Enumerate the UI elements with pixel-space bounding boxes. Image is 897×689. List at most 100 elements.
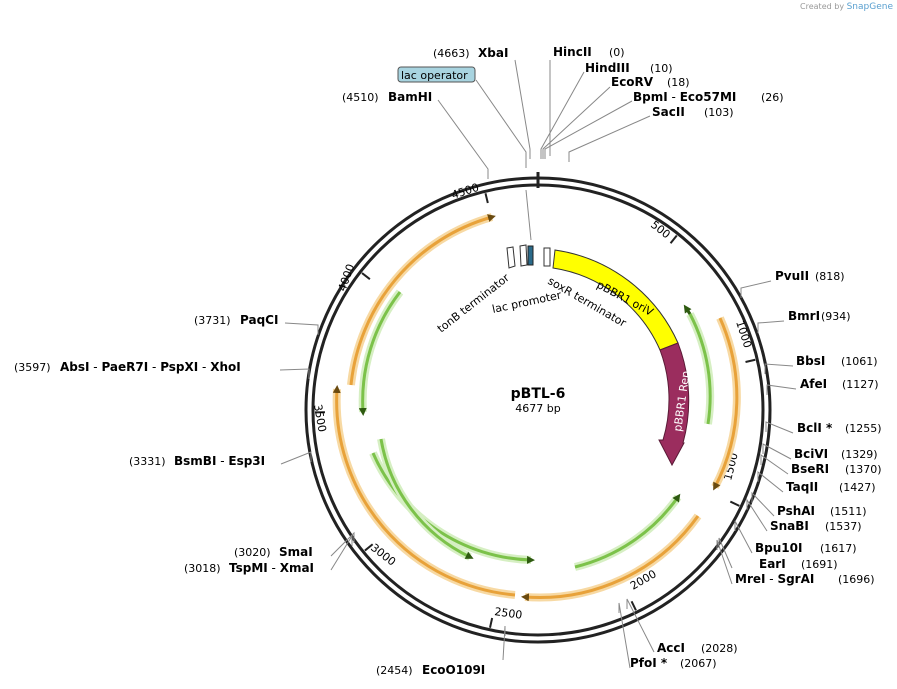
site-enzyme-name: PfoI *	[630, 656, 668, 670]
site-name-bsmbi[interactable]: BsmBI - Esp3I	[174, 454, 265, 468]
site-enzyme-name: BseRI	[791, 462, 829, 476]
site-leader-bmri	[757, 320, 785, 333]
site-position-bamhi: (4510)	[342, 91, 379, 104]
feature-green-bottomleft	[371, 452, 535, 564]
scale-tick-label: 3500	[311, 403, 329, 433]
site-name-bmri[interactable]: BmrI	[788, 309, 820, 323]
site-leader-bpmi	[544, 100, 633, 159]
site-enzyme-name: SmaI	[279, 545, 313, 559]
site-name-taqii[interactable]: TaqII	[786, 480, 818, 494]
site-name-smai[interactable]: SmaI	[279, 545, 313, 559]
site-name-sacii[interactable]: SacII	[652, 105, 685, 119]
site-name-bamhi[interactable]: BamHI	[388, 90, 432, 104]
feature-lac-operator-block[interactable]	[527, 245, 534, 266]
scale-tick-label: 2500	[494, 605, 524, 622]
plasmid-name: pBTL-6	[511, 386, 566, 402]
site-name-snabi[interactable]: SnaBI	[770, 519, 809, 533]
site-enzyme-name: AccI	[657, 641, 685, 655]
site-enzyme-name: AfeI	[800, 377, 827, 391]
lac-operator-callout[interactable]	[397, 66, 476, 83]
lac-operator-label: lac operator	[401, 69, 468, 82]
site-name-bpmi[interactable]: BpmI - Eco57MI	[633, 90, 736, 104]
site-name-pfoi[interactable]: PfoI *	[630, 656, 668, 670]
site-position-xbai: (4663)	[433, 47, 470, 60]
site-position-bmri: (934)	[821, 310, 851, 323]
scale-tick-mark	[669, 234, 678, 244]
site-enzyme-name: XhoI	[210, 360, 241, 374]
site-enzyme-name: TaqII	[786, 480, 818, 494]
site-enzyme-name: SnaBI	[770, 519, 809, 533]
site-position-absi: (3597)	[14, 361, 51, 374]
site-position-pshai: (1511)	[830, 505, 867, 518]
feature-lac-promoter[interactable]	[519, 244, 528, 267]
site-name-bcivi[interactable]: BciVI	[794, 447, 828, 461]
site-enzyme-name: XmaI	[280, 561, 314, 575]
site-enzyme-name: BsmBI	[174, 454, 216, 468]
feature-orange-right	[713, 317, 739, 491]
feature-tonb-terminator[interactable]	[506, 246, 516, 269]
credit-brand: SnapGene	[846, 2, 893, 12]
site-name-separator: -	[668, 90, 680, 104]
lac-operator-inner-leader	[525, 189, 532, 241]
site-name-ecoo109i[interactable]: EcoO109I	[422, 663, 485, 677]
site-name-bbsi[interactable]: BbsI	[796, 354, 825, 368]
credit-prefix: Created by	[800, 2, 845, 11]
site-leader-mrei	[716, 539, 733, 585]
site-position-eari: (1691)	[801, 558, 838, 571]
site-leader-pfoi	[618, 602, 631, 669]
plasmid-length: 4677 bp	[515, 402, 560, 415]
scale-tick-label: 4500	[450, 181, 481, 202]
site-leader-absi	[279, 368, 310, 379]
site-enzyme-name: MreI	[735, 572, 765, 586]
scale-tick-mark	[630, 600, 637, 611]
site-name-bcli[interactable]: BclI *	[797, 421, 833, 435]
feature-green-bottomleft2	[379, 438, 474, 559]
site-position-ecorv: (18)	[667, 76, 690, 89]
site-name-pshai[interactable]: PshAI	[777, 504, 815, 518]
site-leader-smai	[330, 531, 355, 557]
site-position-bseri: (1370)	[845, 463, 882, 476]
site-leader-taqii	[757, 470, 784, 493]
site-name-bpu10i[interactable]: Bpu10I	[755, 541, 802, 555]
site-position-paqci: (3731)	[194, 314, 231, 327]
site-name-pvuii[interactable]: PvuII	[775, 269, 809, 283]
feature-green-right-head	[683, 304, 692, 315]
feature-green-left	[358, 291, 402, 416]
site-leader-bcivi	[762, 443, 792, 460]
site-leaders	[279, 59, 797, 669]
site-enzyme-name: PspXI	[160, 360, 198, 374]
scale-tick-mark	[745, 358, 756, 363]
site-name-absi[interactable]: AbsI - PaeR7I - PspXI - XhoI	[60, 360, 241, 374]
site-enzyme-name: EcoRV	[611, 75, 654, 89]
site-enzyme-name: EarI	[759, 557, 786, 571]
site-position-hindiii: (10)	[650, 62, 673, 75]
site-position-pvuii: (818)	[815, 270, 845, 283]
site-name-mrei[interactable]: MreI - SgrAI	[735, 572, 814, 586]
feature-pbbr1-rep[interactable]	[658, 342, 690, 467]
site-name-separator: -	[198, 360, 210, 374]
site-leader-pshai	[751, 491, 775, 517]
feature-green-bottomright	[574, 493, 681, 569]
scale-tick-mark	[361, 272, 371, 280]
site-leader-bseri	[760, 454, 789, 475]
feature-soxr-terminator[interactable]	[543, 247, 551, 267]
site-enzyme-name: BclI *	[797, 421, 833, 435]
site-name-xbai[interactable]: XbaI	[478, 46, 508, 60]
site-name-hincii[interactable]: HincII	[553, 45, 592, 59]
site-name-eari[interactable]: EarI	[759, 557, 786, 571]
site-name-acci[interactable]: AccI	[657, 641, 685, 655]
site-name-ecorv[interactable]: EcoRV	[611, 75, 654, 89]
site-enzyme-name: PaeR7I	[101, 360, 148, 374]
site-name-afei[interactable]: AfeI	[800, 377, 827, 391]
site-enzyme-name: BciVI	[794, 447, 828, 461]
site-name-paqci[interactable]: PaqCI	[240, 313, 278, 327]
site-enzyme-name: XbaI	[478, 46, 508, 60]
site-name-tspmi[interactable]: TspMI - XmaI	[229, 561, 314, 575]
site-name-separator: -	[148, 360, 160, 374]
site-leader-bbsi	[764, 363, 794, 374]
site-name-bseri[interactable]: BseRI	[791, 462, 829, 476]
site-name-hindiii[interactable]: HindIII	[585, 61, 630, 75]
site-enzyme-name: HindIII	[585, 61, 630, 75]
site-enzyme-name: Bpu10I	[755, 541, 802, 555]
